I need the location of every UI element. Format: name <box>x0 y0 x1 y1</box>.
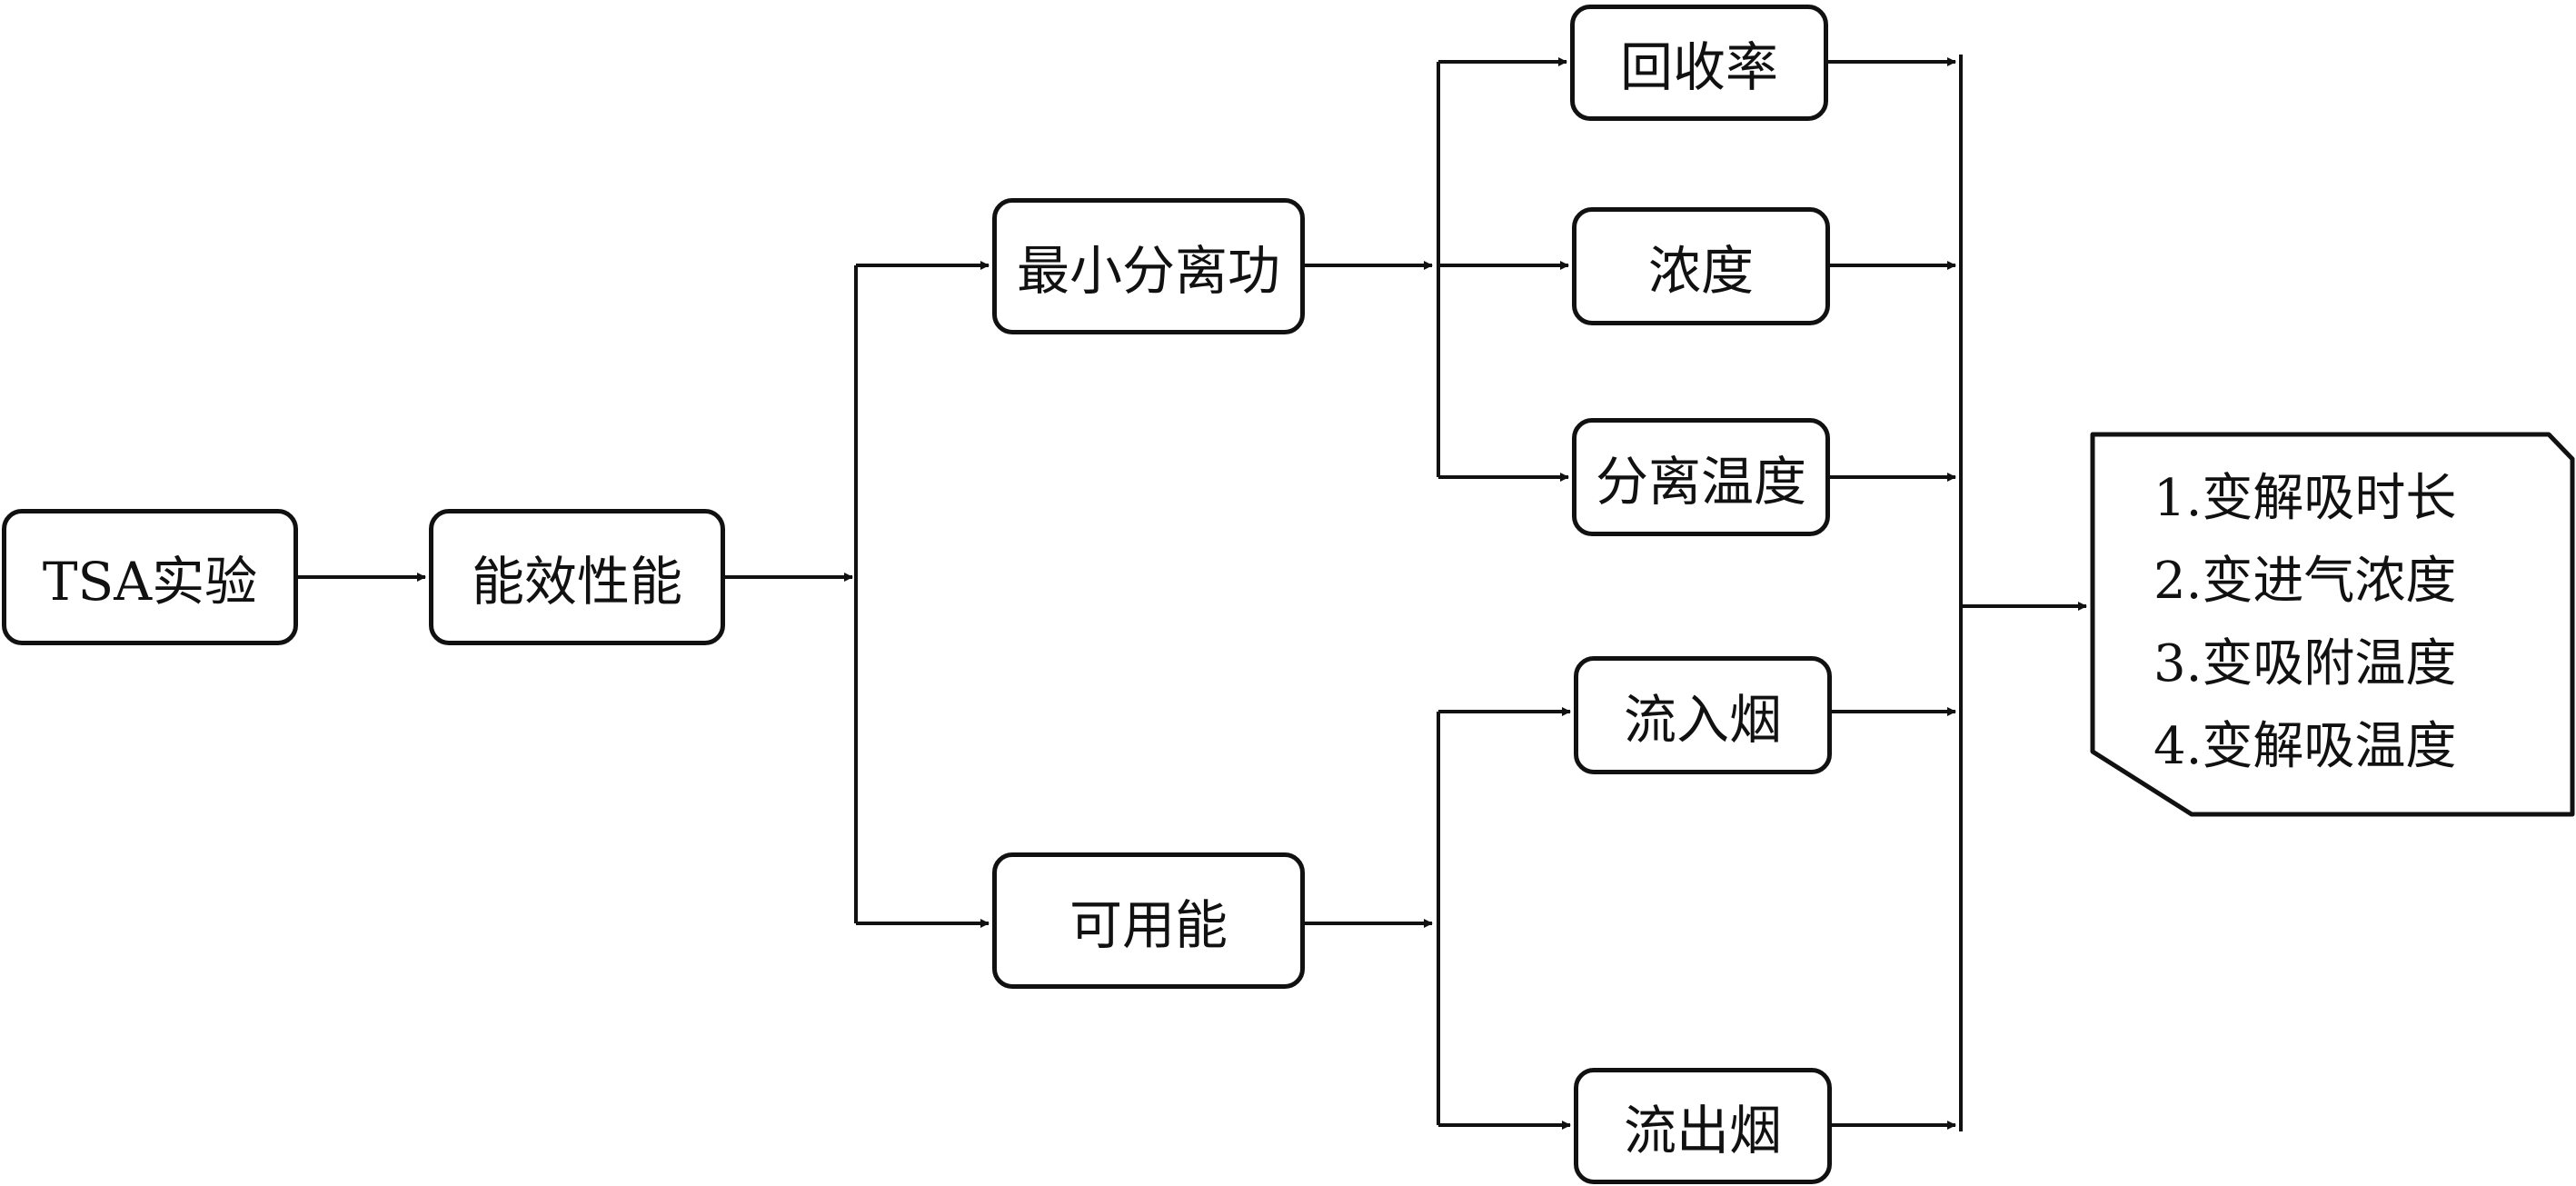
node-min-separation-work: 最小分离功 <box>992 198 1305 334</box>
node-conc-label: 浓度 <box>1647 240 1754 302</box>
node-energy-label: 能效性能 <box>471 551 682 613</box>
node-exergy-label: 可用能 <box>1069 894 1228 956</box>
node-separation-temperature: 分离温度 <box>1572 418 1830 536</box>
node-recovery-rate: 回收率 <box>1570 5 1828 121</box>
node-outflow-exergy: 流出烟 <box>1574 1068 1832 1184</box>
node-outflow-label: 流出烟 <box>1623 1100 1782 1161</box>
node-inflow-label: 流入烟 <box>1623 689 1782 751</box>
condition-item: 2.变进气浓度 <box>2153 552 2457 611</box>
conditions-note: 1.变解吸时长 2.变进气浓度 3.变吸附温度 4.变解吸温度 <box>2090 432 2576 818</box>
condition-item: 1.变解吸时长 <box>2153 469 2457 528</box>
node-tsa-label: TSA实验 <box>42 551 258 613</box>
node-available-energy: 可用能 <box>992 852 1305 989</box>
node-tsa-experiment: TSA实验 <box>2 509 298 645</box>
node-energy-performance: 能效性能 <box>429 509 725 645</box>
condition-item: 4.变解吸温度 <box>2153 717 2457 776</box>
condition-item: 3.变吸附温度 <box>2153 634 2457 693</box>
node-minwork-label: 最小分离功 <box>1016 240 1280 302</box>
note-shape <box>2090 432 2575 817</box>
node-concentration: 浓度 <box>1572 207 1830 325</box>
node-septemp-label: 分离温度 <box>1595 451 1806 513</box>
conditions-list: 1.变解吸时长 2.变进气浓度 3.变吸附温度 4.变解吸温度 <box>2153 457 2456 788</box>
node-recovery-label: 回收率 <box>1619 36 1778 98</box>
node-inflow-exergy: 流入烟 <box>1574 656 1832 774</box>
